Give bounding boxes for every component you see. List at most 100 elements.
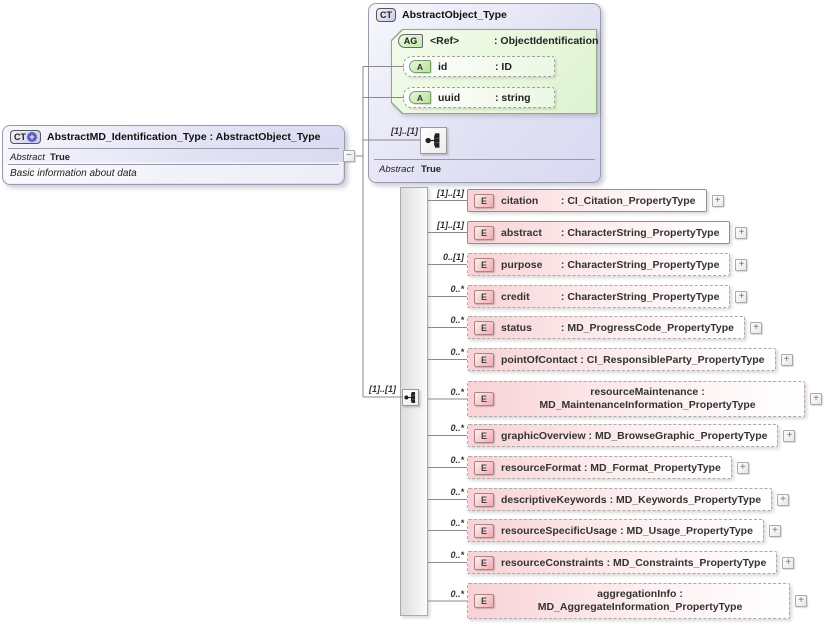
sequence-compositor-icon[interactable] — [420, 127, 447, 154]
element-name: purpose — [501, 258, 543, 271]
attribute-row-id[interactable]: A id : ID — [403, 56, 555, 77]
expand-button[interactable]: + — [810, 393, 822, 405]
element-type: : CharacterString_PropertyType — [560, 226, 720, 239]
element-name: abstract — [501, 226, 542, 239]
element-name: aggregationInfo — [597, 587, 677, 600]
attribute-group-header[interactable]: AG <Ref> : ObjectIdentification — [398, 34, 598, 48]
element-row-purpose[interactable]: E purpose : CharacterString_PropertyType… — [467, 253, 748, 276]
element-type: : MD_BrowseGraphic_PropertyType — [588, 429, 768, 442]
content-cardinality: [1]..[1] — [391, 126, 418, 136]
expand-button[interactable]: + — [735, 226, 748, 239]
element-badge: E — [474, 523, 494, 538]
element-row-resourceMaintenance[interactable]: E resourceMaintenance : MD_MaintenanceIn… — [467, 381, 822, 417]
element-badge: E — [474, 320, 494, 335]
element-name: descriptiveKeywords — [501, 493, 607, 506]
abstract-value: True — [421, 164, 442, 175]
attribute-row-uuid[interactable]: A uuid : string — [403, 87, 555, 108]
cardinality-label: 0..* — [450, 387, 464, 397]
cardinality-label: 0..* — [450, 284, 464, 294]
element-type: : MD_Usage_PropertyType — [620, 524, 753, 537]
cardinality-label: [1]..[1] — [437, 188, 464, 198]
complex-type-badge: CT+ — [10, 130, 41, 144]
expand-button[interactable]: + — [735, 290, 748, 303]
divider — [8, 164, 339, 165]
element-badge: E — [474, 392, 494, 406]
cardinality-label: 0..* — [450, 518, 464, 528]
element-row-abstract[interactable]: E abstract : CharacterString_PropertyTyp… — [467, 221, 748, 244]
element-type: : CI_Citation_PropertyType — [560, 194, 696, 207]
expand-button[interactable]: + — [750, 321, 763, 334]
attribute-group-name: <Ref> — [430, 35, 460, 47]
derived-type-box: CT+ AbstractMD_Identification_Type : Abs… — [2, 125, 345, 185]
expand-button[interactable]: + — [783, 429, 796, 442]
collapse-button[interactable]: − — [343, 150, 355, 162]
element-row-status[interactable]: E status : MD_ProgressCode_PropertyType … — [467, 316, 763, 339]
expand-button[interactable]: + — [777, 493, 790, 506]
divider — [8, 148, 339, 149]
cardinality-label: 0..* — [450, 487, 464, 497]
element-badge: E — [474, 257, 494, 272]
attribute-group-badge: AG — [398, 34, 423, 48]
element-row-aggregationInfo[interactable]: E aggregationInfo : MD_AggregateInformat… — [467, 583, 807, 619]
type-annotation: Basic information about data — [10, 168, 137, 179]
element-row-pointOfContact[interactable]: E pointOfContact : CI_ResponsibleParty_P… — [467, 348, 793, 371]
element-row-credit[interactable]: E credit : CharacterString_PropertyType … — [467, 285, 748, 308]
expand-button[interactable]: + — [795, 595, 807, 607]
cardinality-label: 0..* — [450, 423, 464, 433]
element-type: : MD_Constraints_PropertyType — [606, 556, 767, 569]
element-type: : MD_Keywords_PropertyType — [609, 493, 762, 506]
sequence-compositor-icon[interactable] — [402, 389, 419, 406]
element-name: resourceMaintenance — [590, 385, 699, 398]
cardinality-label: 0..* — [450, 550, 464, 560]
abstract-value: True — [50, 152, 71, 163]
element-type: : MD_AggregateInformation_PropertyType — [537, 587, 743, 613]
attribute-badge: A — [409, 91, 431, 104]
element-badge: E — [474, 428, 494, 443]
expand-button[interactable]: + — [736, 461, 749, 474]
attribute-name: uuid — [438, 91, 461, 104]
complex-type-badge: CT — [376, 8, 396, 22]
derived-type-header: CT+ AbstractMD_Identification_Type : Abs… — [10, 130, 320, 144]
element-row-resourceSpecificUsage[interactable]: E resourceSpecificUsage : MD_Usage_Prope… — [467, 519, 781, 542]
element-name: resourceSpecificUsage — [501, 524, 618, 537]
element-row-resourceFormat[interactable]: E resourceFormat : MD_Format_PropertyTyp… — [467, 456, 749, 479]
sequence-glyph — [425, 133, 440, 148]
element-row-descriptiveKeywords[interactable]: E descriptiveKeywords : MD_Keywords_Prop… — [467, 488, 790, 511]
expand-button[interactable]: + — [768, 524, 781, 537]
element-type: : MD_Format_PropertyType — [583, 461, 721, 474]
element-badge: E — [474, 225, 494, 240]
expand-button[interactable]: + — [782, 556, 795, 569]
element-row-graphicOverview[interactable]: E graphicOverview : MD_BrowseGraphic_Pro… — [467, 424, 796, 447]
spine-cardinality: [1]..[1] — [369, 384, 396, 394]
element-badge: E — [474, 594, 494, 608]
attribute-type: : ID — [495, 60, 512, 73]
attribute-group: AG <Ref> : ObjectIdentification A id : I… — [391, 29, 598, 114]
element-name: status — [501, 321, 532, 334]
element-type: : MD_MaintenanceInformation_PropertyType — [539, 385, 756, 411]
cardinality-label: 0..[1] — [442, 252, 464, 262]
cardinality-label: 0..* — [450, 347, 464, 357]
attribute-badge: A — [409, 60, 431, 73]
element-row-citation[interactable]: E citation : CI_Citation_PropertyType + — [467, 189, 724, 212]
element-name: graphicOverview — [501, 429, 586, 442]
element-type: : CI_ResponsibleParty_PropertyType — [580, 353, 765, 366]
sequence-glyph — [404, 392, 416, 403]
element-name: resourceFormat — [501, 461, 581, 474]
element-name: resourceConstraints — [501, 556, 604, 569]
extension-plus-icon: + — [27, 132, 37, 142]
expand-button[interactable]: + — [711, 194, 724, 207]
cardinality-label: [1]..[1] — [437, 220, 464, 230]
element-badge: E — [474, 555, 494, 570]
base-type-title: AbstractObject_Type — [402, 9, 507, 21]
element-badge: E — [474, 352, 494, 367]
element-row-resourceConstraints[interactable]: E resourceConstraints : MD_Constraints_P… — [467, 551, 795, 574]
abstract-label: Abstract — [379, 164, 414, 175]
element-type: : CharacterString_PropertyType — [560, 258, 720, 271]
attribute-group-type: : ObjectIdentification — [494, 35, 599, 47]
expand-button[interactable]: + — [735, 258, 748, 271]
element-badge: E — [474, 193, 494, 208]
element-name: citation — [501, 194, 539, 207]
expand-button[interactable]: + — [780, 353, 793, 366]
abstract-label: Abstract — [10, 152, 45, 163]
